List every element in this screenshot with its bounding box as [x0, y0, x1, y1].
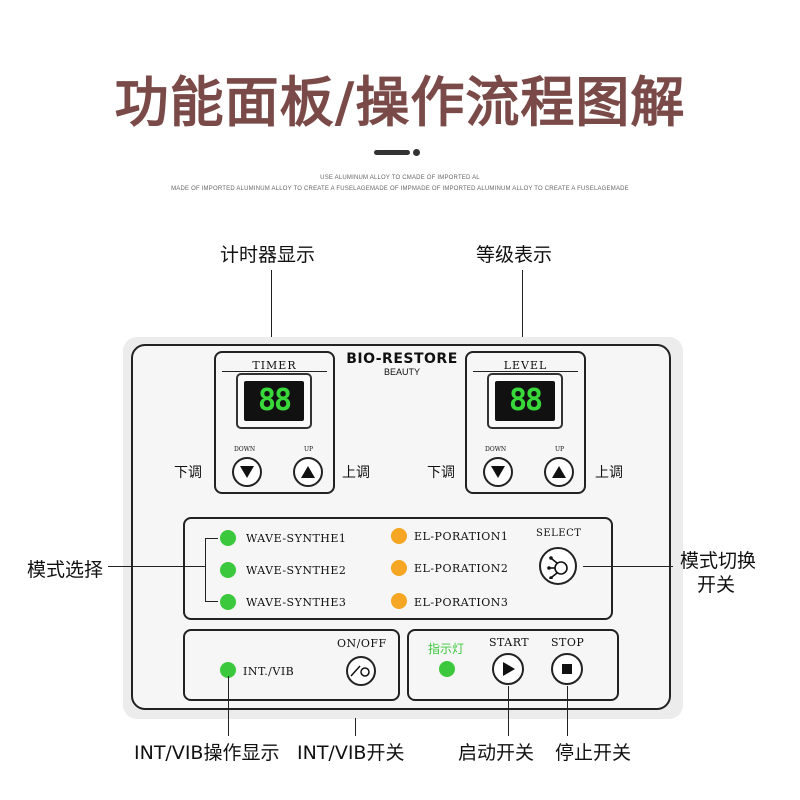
indicator-label: 指示灯 — [428, 642, 465, 656]
timer-display: 88 — [236, 373, 312, 429]
el-poration3-label: EL-PORATION3 — [414, 596, 509, 609]
level-down-label: DOWN — [485, 446, 507, 453]
power-toggle-icon — [350, 665, 370, 677]
timer-module: TIMER 88 DOWN UP — [214, 351, 335, 494]
wave-synthe2-label: WAVE-SYNTHE2 — [246, 564, 347, 577]
level-up-label: UP — [555, 446, 565, 453]
level-label: LEVEL — [503, 359, 548, 372]
level-label-rule — [473, 371, 578, 372]
callout-stop-switch: 停止开关 — [555, 742, 632, 764]
int-vib-led — [220, 662, 236, 678]
callout-mode-switch-line1: 模式切换 — [680, 550, 757, 572]
wave-synthe3-label: WAVE-SYNTHE3 — [246, 596, 347, 609]
level-down-button[interactable] — [483, 457, 513, 487]
int-vib-onoff-button[interactable] — [346, 656, 376, 686]
callout-mode-select: 模式选择 — [27, 559, 104, 581]
wave-synthe1-led — [220, 530, 236, 546]
timer-up-text: 上调 — [342, 465, 370, 481]
callout-line-timer — [271, 270, 272, 338]
callout-line-mode-select — [108, 566, 205, 567]
timer-up-button[interactable] — [293, 457, 323, 487]
timer-down-label: DOWN — [234, 446, 256, 453]
level-up-text: 上调 — [595, 465, 623, 481]
callout-line-int-vib-switch — [355, 718, 356, 736]
el-poration1-label: EL-PORATION1 — [414, 530, 509, 543]
el-poration3-led — [391, 593, 407, 609]
wave-synthe2-led — [220, 562, 236, 578]
el-poration2-led — [391, 560, 407, 576]
level-up-button[interactable] — [544, 457, 574, 487]
mode-switch-icon — [547, 556, 568, 579]
select-label: SELECT — [536, 528, 582, 539]
mode-bracket-bottom — [205, 601, 218, 602]
stop-label: STOP — [551, 636, 585, 649]
start-label: START — [489, 636, 530, 649]
title-divider — [374, 150, 410, 155]
timer-label-rule — [222, 371, 327, 372]
mode-bracket-top — [205, 538, 218, 539]
wave-synthe1-label: WAVE-SYNTHE1 — [246, 532, 347, 545]
timer-down-button[interactable] — [232, 457, 262, 487]
el-poration2-label: EL-PORATION2 — [414, 562, 509, 575]
timer-down-text: 下调 — [174, 465, 202, 481]
timer-label: TIMER — [252, 359, 297, 372]
callout-line-start — [508, 686, 509, 736]
fine-print-line2: MADE OF IMPORTED ALUMINUM ALLOY TO CREAT… — [171, 186, 629, 192]
callout-int-vib-switch: INT/VIB开关 — [297, 742, 405, 764]
brand-name: BIO-RESTORE — [346, 351, 458, 367]
int-vib-label: INT./VIB — [243, 665, 295, 678]
callout-level-display: 等级表示 — [476, 244, 553, 266]
level-digits: 88 — [495, 381, 555, 421]
wave-synthe3-led — [220, 594, 236, 610]
triangle-down-icon — [491, 466, 505, 478]
title-divider-dot — [413, 149, 420, 156]
timer-digits: 88 — [244, 381, 304, 421]
level-down-text: 下调 — [427, 465, 455, 481]
play-icon — [503, 662, 515, 676]
stop-icon — [562, 664, 572, 674]
callout-timer-display: 计时器显示 — [220, 244, 316, 266]
mode-bracket-vertical — [205, 538, 206, 602]
callout-int-vib-display: INT/VIB操作显示 — [134, 742, 280, 764]
callout-line-int-vib-display — [228, 676, 229, 736]
callout-line-mode-switch — [583, 566, 673, 567]
level-module: LEVEL 88 DOWN UP — [465, 351, 586, 494]
triangle-up-icon — [301, 466, 315, 478]
triangle-down-icon — [240, 466, 254, 478]
callout-mode-switch-line2: 开关 — [697, 574, 736, 596]
fine-print-line1: USE ALUMINUM ALLOY TO CMADE OF IMPORTED … — [320, 175, 480, 181]
callout-line-level — [522, 270, 523, 338]
stop-button[interactable] — [551, 653, 583, 685]
indicator-led — [439, 661, 455, 677]
callout-line-stop — [567, 686, 568, 736]
callout-start-switch: 启动开关 — [458, 742, 535, 764]
mode-select-button[interactable] — [539, 547, 577, 585]
start-button[interactable] — [492, 653, 524, 685]
onoff-label: ON/OFF — [337, 637, 387, 650]
level-display: 88 — [487, 373, 563, 429]
timer-up-label: UP — [304, 446, 314, 453]
el-poration1-led — [391, 528, 407, 544]
brand-sub: BEAUTY — [383, 367, 420, 377]
triangle-up-icon — [552, 466, 566, 478]
page-title: 功能面板/操作流程图解 — [114, 71, 686, 134]
